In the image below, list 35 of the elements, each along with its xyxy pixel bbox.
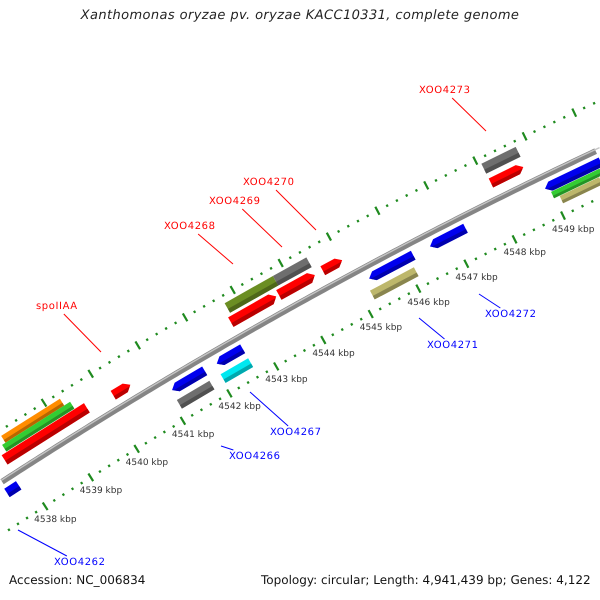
scale-label: 4538 kbp xyxy=(34,515,77,526)
scale-label: 4544 kbp xyxy=(312,348,355,360)
leader-line xyxy=(242,208,282,248)
leader-line xyxy=(220,446,234,450)
gene-label: XOO4267 xyxy=(270,427,322,438)
scale-label: 4547 kbp xyxy=(455,272,498,284)
title: Xanthomonas oryzae pv. oryzae KACC10331, complete genome xyxy=(79,9,520,24)
scale-label: 4539 kbp xyxy=(80,486,122,497)
scale-label: 4543 kbp xyxy=(265,375,308,386)
leader-line xyxy=(198,234,234,264)
gene-label: spoIIAA xyxy=(36,301,78,312)
footer-text: Accession: NC_006834 xyxy=(9,574,146,588)
scale-label: 4540 kbp xyxy=(126,458,168,468)
leader-line xyxy=(63,314,102,352)
gene-label: XOO4272 xyxy=(485,309,537,320)
leader-line xyxy=(478,294,501,308)
gene-label: XOO4270 xyxy=(243,177,295,188)
leader-line xyxy=(452,98,486,132)
gene-label: XOO4262 xyxy=(54,557,106,568)
gene-label: XOO4271 xyxy=(427,340,479,352)
leader-line xyxy=(418,318,445,340)
gene-label: XOO4273 xyxy=(419,85,471,96)
gene-label: XOO4269 xyxy=(209,196,261,208)
scale-label: 4549 kbp xyxy=(552,224,594,235)
gene-label: XOO4268 xyxy=(164,221,216,232)
leader-line xyxy=(18,530,68,556)
scale-label: 4541 kbp xyxy=(172,430,214,440)
gene-label: XOO4266 xyxy=(229,451,281,462)
leader-line xyxy=(276,190,316,230)
scale-label: 4545 kbp xyxy=(360,323,402,334)
scale-label: 4542 kbp xyxy=(218,402,261,413)
leader-line xyxy=(250,392,289,426)
scale-label: 4546 kbp xyxy=(407,298,450,308)
footer-text: Topology: circular; Length: 4,941,439 bp; Genes: 4,122 xyxy=(261,574,591,588)
scale-label: 4548 kbp xyxy=(504,248,546,259)
